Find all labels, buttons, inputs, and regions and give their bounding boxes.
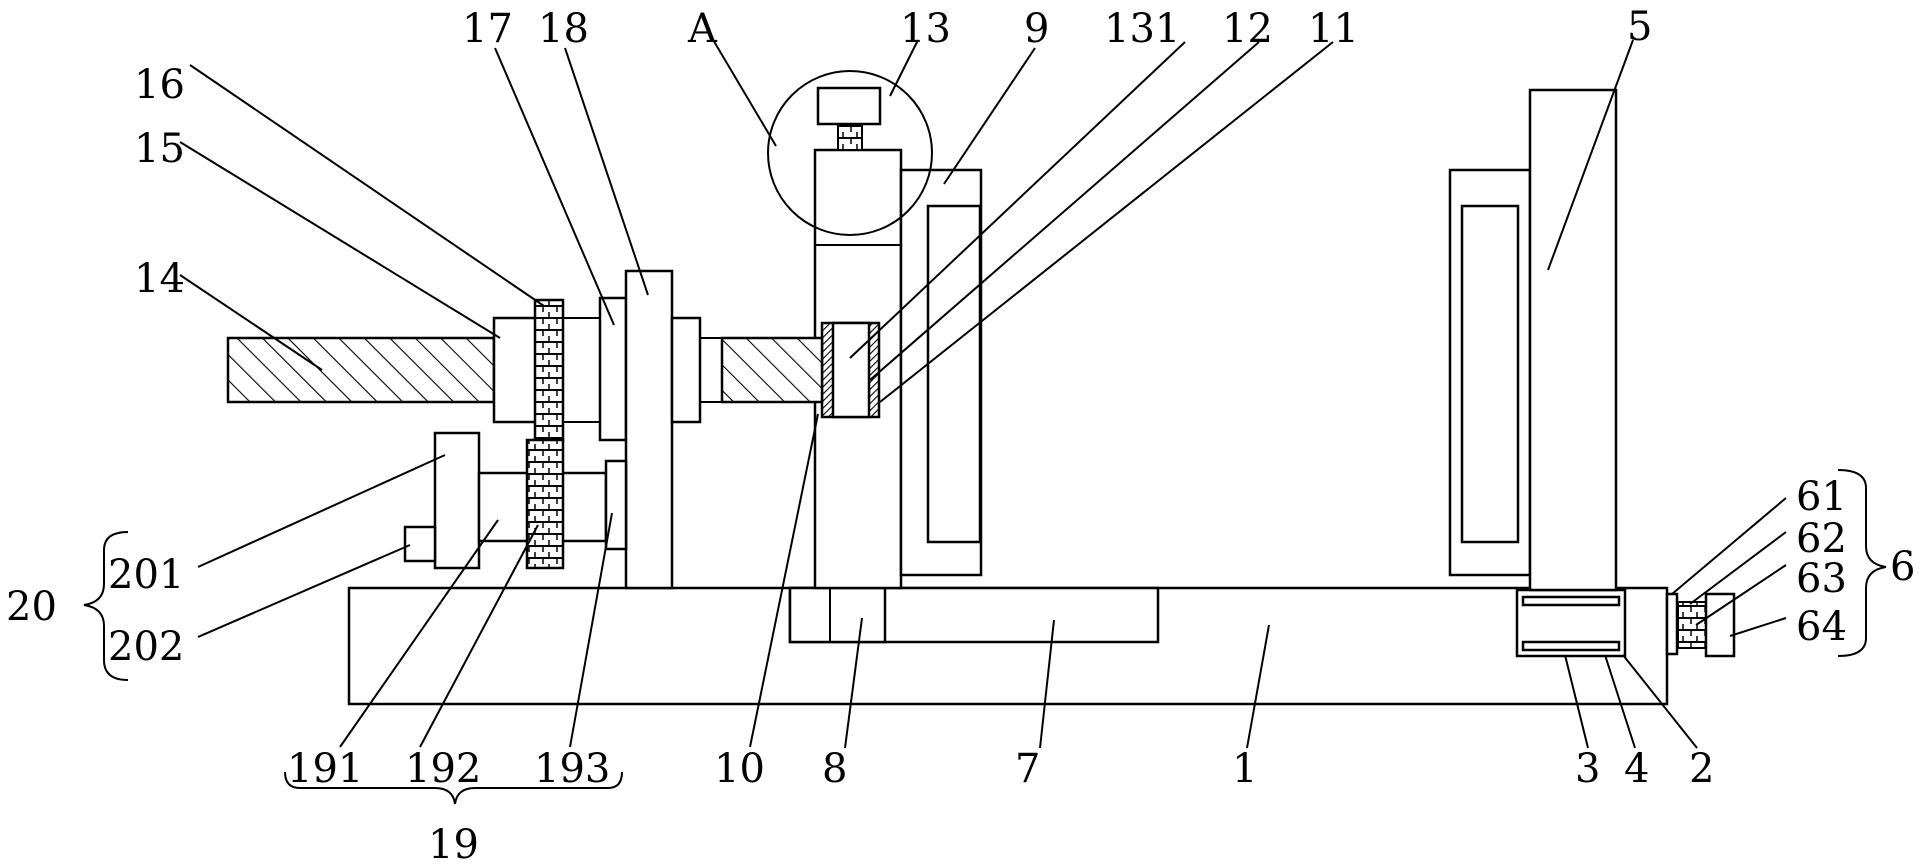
- label-19: 19: [428, 822, 479, 867]
- label-192: 192: [405, 746, 481, 792]
- label-4: 4: [1624, 746, 1649, 792]
- label-131: 131: [1104, 6, 1180, 52]
- label-20: 20: [6, 584, 57, 630]
- label-63: 63: [1796, 556, 1847, 602]
- detail-circle: [767, 70, 933, 236]
- brace-19: [284, 771, 623, 805]
- label-61: 61: [1796, 474, 1847, 520]
- right-column: [1528, 88, 1618, 592]
- label-13: 13: [900, 6, 951, 52]
- knob-cap: [1704, 592, 1736, 658]
- lower-gear: [525, 438, 565, 570]
- motor: [403, 525, 437, 563]
- label-10: 10: [714, 746, 765, 792]
- collar: [598, 296, 628, 442]
- label-2: 2: [1689, 746, 1714, 792]
- rod-left: [226, 336, 496, 404]
- label-11: 11: [1308, 6, 1359, 52]
- label-3: 3: [1575, 746, 1600, 792]
- support-plate: [624, 269, 674, 590]
- label-14: 14: [134, 256, 185, 302]
- label-64: 64: [1796, 604, 1847, 650]
- knob-spring: [1677, 601, 1707, 649]
- label-1: 1: [1232, 746, 1257, 792]
- upper-gear: [533, 298, 565, 442]
- label-18: 18: [538, 6, 589, 52]
- label-17: 17: [462, 6, 513, 52]
- lower-bearing: [604, 459, 628, 551]
- slide-block: [788, 586, 887, 644]
- label-202: 202: [108, 624, 184, 670]
- rod-right: [720, 336, 824, 404]
- label-5: 5: [1627, 4, 1652, 50]
- label-201: 201: [108, 552, 184, 598]
- label-12: 12: [1222, 6, 1273, 52]
- bearing-inner: [831, 321, 871, 419]
- label-A: A: [687, 6, 718, 52]
- top-knob: [816, 86, 882, 126]
- brace-6: [1837, 469, 1887, 657]
- leader-lines: [179, 37, 1787, 749]
- motor-mount: [433, 431, 481, 570]
- top-spring: [837, 123, 863, 151]
- knob-collar: [1665, 592, 1679, 656]
- label-7: 7: [1015, 746, 1040, 792]
- label-193: 193: [534, 746, 610, 792]
- label-15: 15: [134, 126, 185, 172]
- label-6: 6: [1890, 544, 1915, 590]
- brace-20: [83, 531, 129, 681]
- label-9: 9: [1024, 6, 1049, 52]
- label-16: 16: [134, 62, 185, 108]
- hub: [492, 316, 540, 424]
- label-62: 62: [1796, 516, 1847, 562]
- label-8: 8: [822, 746, 847, 792]
- label-191: 191: [287, 746, 363, 792]
